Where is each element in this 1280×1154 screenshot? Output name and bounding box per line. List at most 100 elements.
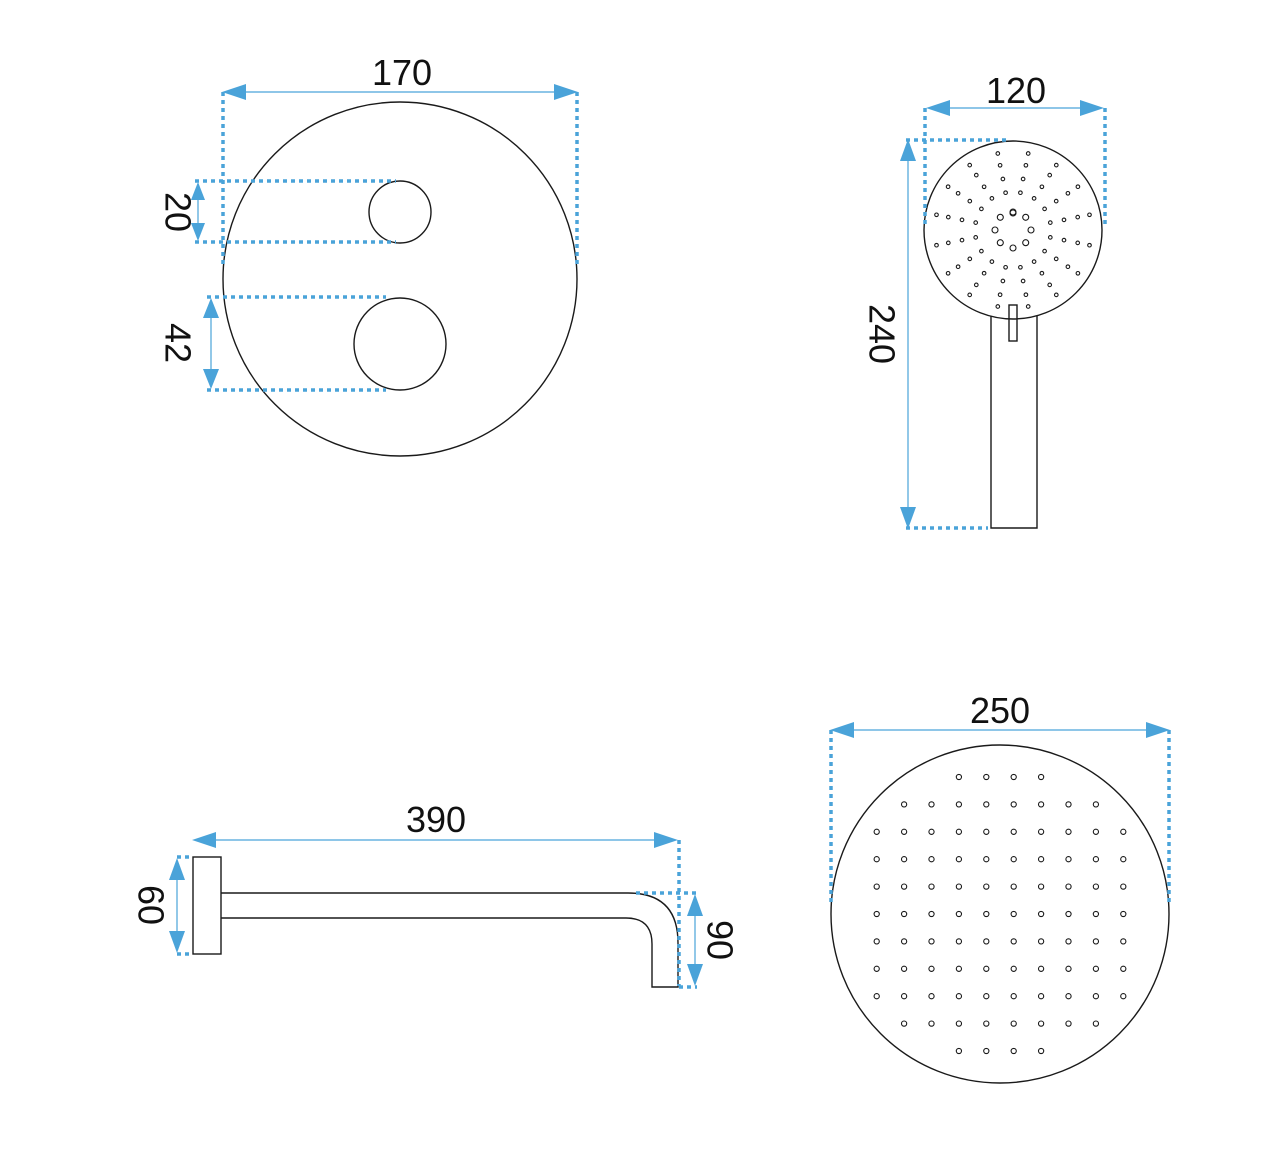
hand-shower-nozzle — [1039, 184, 1045, 190]
head-shower-nozzle — [928, 993, 935, 1000]
hand-shower-nozzle — [967, 256, 973, 262]
head-shower-nozzle — [1010, 910, 1017, 918]
head-shower-nozzle — [1037, 910, 1045, 918]
hand-shower-nozzle — [1031, 259, 1037, 264]
head-shower-nozzle — [955, 1047, 963, 1055]
hand-shower-nozzle — [1003, 264, 1008, 270]
head-shower-nozzle — [1065, 828, 1072, 835]
head-shower-width-arrow-left — [830, 722, 854, 738]
head-shower-nozzle — [1010, 1047, 1017, 1055]
head-shower-nozzle — [900, 965, 908, 972]
hand-shower-nozzle — [1053, 162, 1059, 168]
head-shower-nozzle — [1010, 938, 1017, 945]
hand-shower-nozzle — [981, 184, 987, 190]
head-shower-nozzle — [1037, 801, 1045, 808]
head-shower-nozzle — [1065, 965, 1072, 972]
head-shower-nozzle — [1037, 1047, 1045, 1055]
shower-arm-wall-flange — [192, 856, 222, 955]
mixer-small-knob-arrow-bottom — [191, 223, 205, 241]
hand-shower-nozzle — [1023, 162, 1029, 168]
head-shower-nozzle — [1092, 938, 1100, 945]
head-shower-nozzle — [1037, 773, 1045, 781]
head-shower-nozzle — [1010, 828, 1017, 835]
mixer-width-arrow-left — [222, 84, 246, 100]
hand-shower-length-arrow-top — [900, 139, 916, 161]
mixer-large-knob-arrow-top — [203, 298, 219, 318]
hand-shower-nozzle — [1047, 235, 1053, 240]
shower-arm-flange-label: 60 — [131, 885, 172, 925]
hand-shower-nozzle — [996, 239, 1004, 247]
shower-arm-drop-arrow-bottom — [687, 964, 703, 986]
head-shower-nozzle — [1120, 856, 1127, 863]
head-shower-nozzle — [955, 1020, 963, 1027]
hand-shower-nozzle — [996, 213, 1004, 221]
shower-arm-length-arrow-right — [654, 832, 678, 848]
hand-shower-nozzle — [1020, 176, 1026, 182]
hand-shower-nozzle — [1053, 256, 1059, 262]
head-shower-nozzle — [983, 1047, 990, 1055]
head-shower-nozzle — [955, 856, 963, 863]
hand-shower-nozzle — [997, 292, 1003, 298]
head-shower-nozzle — [1065, 801, 1072, 808]
head-shower-width-arrow-right — [1146, 722, 1170, 738]
head-shower-nozzle — [983, 856, 990, 863]
hand-shower-nozzle — [991, 226, 999, 234]
head-shower-nozzle — [983, 801, 990, 808]
hand-shower-nozzle — [967, 292, 973, 298]
head-shower-nozzle — [928, 856, 935, 863]
hand-shower-width-arrow-right — [1080, 100, 1104, 116]
head-shower-nozzle — [900, 938, 908, 945]
hand-shower-nozzle — [1075, 214, 1081, 220]
hand-shower-nozzles — [934, 151, 1092, 309]
head-shower-width-label: 250 — [970, 690, 1030, 731]
hand-shower-nozzle — [1025, 151, 1031, 156]
head-shower-nozzle — [928, 801, 935, 808]
head-shower-nozzle — [873, 910, 880, 918]
head-shower-nozzle — [1120, 910, 1127, 918]
head-shower-nozzles — [873, 773, 1127, 1055]
head-shower-nozzle — [1010, 965, 1017, 972]
mixer-width-arrow-right — [554, 84, 578, 100]
head-shower-nozzle — [928, 965, 935, 972]
hand-shower-nozzle — [1023, 292, 1029, 298]
head-shower-nozzle — [1120, 883, 1127, 890]
hand-shower-head-outline — [923, 140, 1103, 320]
hand-shower-nozzle — [1022, 213, 1030, 221]
hand-shower-nozzle — [973, 220, 979, 225]
head-shower-nozzle — [1092, 828, 1100, 835]
hand-shower-nozzle — [1047, 282, 1053, 288]
head-shower-nozzle — [983, 965, 990, 972]
head-shower-nozzle — [955, 801, 963, 808]
head-shower-nozzle — [900, 801, 908, 808]
head-shower-nozzle — [983, 828, 990, 835]
hand-shower-nozzle — [955, 190, 961, 196]
head-shower-nozzle — [900, 910, 908, 918]
hand-shower-nozzle — [934, 242, 939, 248]
head-shower-nozzle — [1010, 801, 1017, 808]
mixer-large-knob-arrow-bottom — [203, 369, 219, 389]
shower-arm-length-arrow-left — [192, 832, 216, 848]
hand-shower-nozzle — [979, 206, 984, 212]
hand-shower-nozzle — [997, 162, 1003, 168]
hand-shower-nozzle — [995, 304, 1001, 309]
hand-shower-nozzle — [1025, 304, 1031, 309]
head-shower-nozzle — [1010, 773, 1017, 781]
head-shower-nozzle — [873, 828, 880, 835]
hand-shower-nozzle — [973, 282, 979, 288]
mixer-large-knob — [353, 297, 447, 391]
shower-arm-flange-arrow-bottom — [169, 931, 185, 953]
head-shower-nozzle — [1065, 910, 1072, 918]
shower-arm-flange-arrow-top — [169, 858, 185, 880]
hand-shower-nozzle — [1061, 237, 1067, 243]
hand-shower-nozzle — [1075, 240, 1081, 246]
head-shower-nozzle — [1092, 965, 1100, 972]
hand-shower-handle — [990, 316, 1038, 529]
hand-shower-nozzle — [973, 172, 979, 178]
head-shower-nozzle — [873, 993, 880, 1000]
head-shower-nozzle — [955, 993, 963, 1000]
hand-shower-nozzle — [1031, 196, 1037, 201]
hand-shower-nozzle — [989, 196, 995, 201]
head-shower-nozzle — [1065, 1020, 1072, 1027]
mixer-plate-outline — [222, 101, 578, 457]
